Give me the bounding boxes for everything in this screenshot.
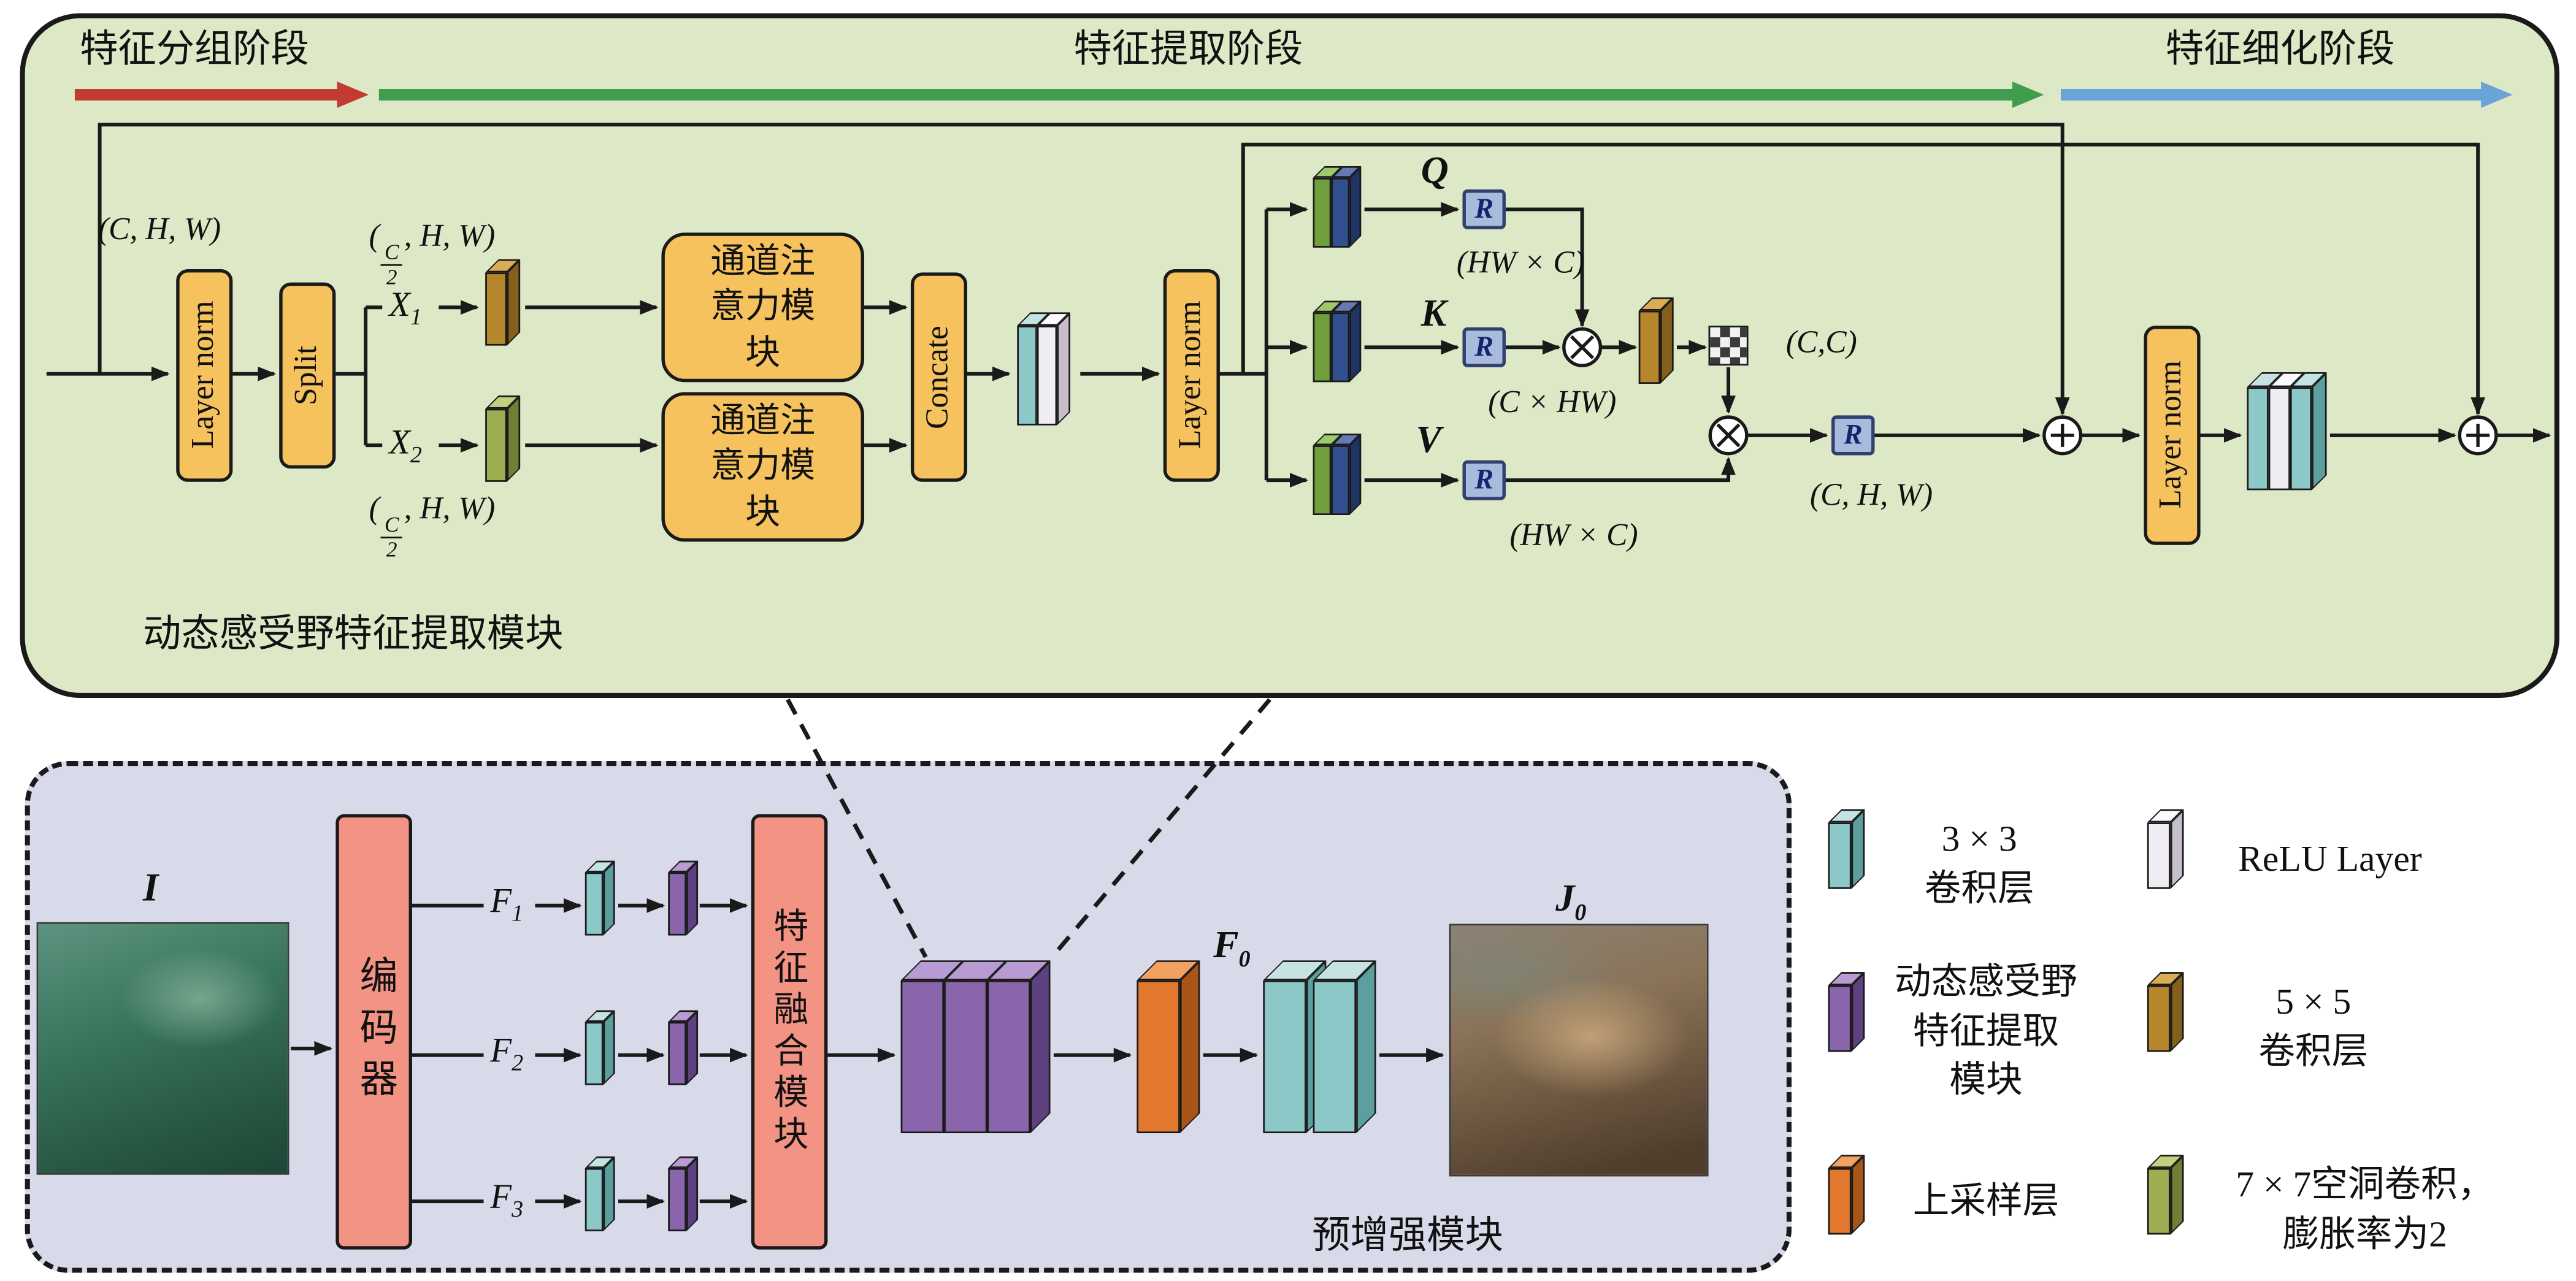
layer-norm-box-2: Layer norm — [1163, 269, 1220, 482]
wire-residual-2 — [1241, 142, 2486, 416]
legend-label-drfm: 动态感受野特征提取模块 — [1894, 960, 2078, 1101]
f0-label: F0 — [1213, 923, 1251, 973]
channel-attention-box-1: 通道注意力模块 — [661, 232, 865, 383]
drf-module-title: 动态感受野特征提取模块 — [143, 613, 564, 655]
feature-fusion-box: 特征融合模块 — [751, 814, 828, 1250]
layer-norm-box-1: Layer norm — [176, 269, 233, 482]
cc-dim-label: (C,C) — [1785, 326, 1857, 361]
attention-map-icon — [1708, 326, 1749, 366]
q-label: Q — [1420, 149, 1449, 191]
stage-label-refinement: 特征细化阶段 — [2165, 28, 2395, 70]
stage-label-grouping: 特征分组阶段 — [80, 28, 309, 70]
add-node-2 — [2458, 415, 2498, 456]
v-dim-label: (HW × C) — [1509, 518, 1638, 554]
add-node-1 — [2042, 415, 2083, 456]
input-dim-label: (C, H, W) — [98, 212, 221, 248]
reshape-box-out: R — [1831, 415, 1875, 456]
multiply-node-qk — [1562, 327, 1603, 367]
legend-label-dilated: 7 × 7空洞卷积，膨胀率为2 — [2236, 1163, 2494, 1254]
zoom-connector-left — [786, 698, 928, 958]
legend-label-relu: ReLU Layer — [2238, 837, 2422, 879]
out-dim-label: (C, H, W) — [1809, 478, 1933, 514]
x1-label: X1 — [389, 284, 422, 331]
stage-label-extraction: 特征提取阶段 — [1073, 28, 1303, 70]
layer-norm-box-3: Layer norm — [2144, 326, 2201, 545]
f1-label: F1 — [490, 881, 524, 928]
encoder-box: 编码器 — [335, 814, 412, 1250]
pre-enhance-title: 预增强模块 — [1312, 1214, 1503, 1256]
wire-residual-1 — [98, 123, 2070, 416]
x2-label: X2 — [389, 422, 422, 469]
reshape-box-v: R — [1462, 460, 1506, 500]
concate-box: Concate — [910, 272, 968, 482]
wire-v-multiply2 — [1505, 456, 1736, 483]
v-label: V — [1416, 418, 1442, 461]
output-image-j0 — [1449, 923, 1709, 1177]
multiply-node-v — [1708, 415, 1749, 456]
input-image-label: I — [143, 867, 159, 911]
channel-attention-box-2: 通道注意力模块 — [661, 392, 865, 542]
wire-split-stem — [335, 307, 368, 446]
f2-label: F2 — [490, 1030, 524, 1077]
j0-label: J0 — [1555, 877, 1587, 927]
input-image-i — [36, 922, 289, 1175]
reshape-box-k: R — [1462, 327, 1506, 367]
k-dim-label: (C × HW) — [1488, 385, 1617, 421]
q-dim-label: (HW × C) — [1456, 246, 1585, 281]
split-box: Split — [279, 282, 336, 469]
f3-label: F3 — [490, 1176, 524, 1223]
wire-q-multiply — [1505, 207, 1590, 328]
legend-label-upsample: 上采样层 — [1912, 1179, 2060, 1222]
drf-module-panel — [20, 13, 2559, 698]
reshape-box-q: R — [1462, 189, 1506, 229]
zoom-connector-right — [1050, 698, 1271, 959]
k-label: K — [1420, 292, 1447, 334]
